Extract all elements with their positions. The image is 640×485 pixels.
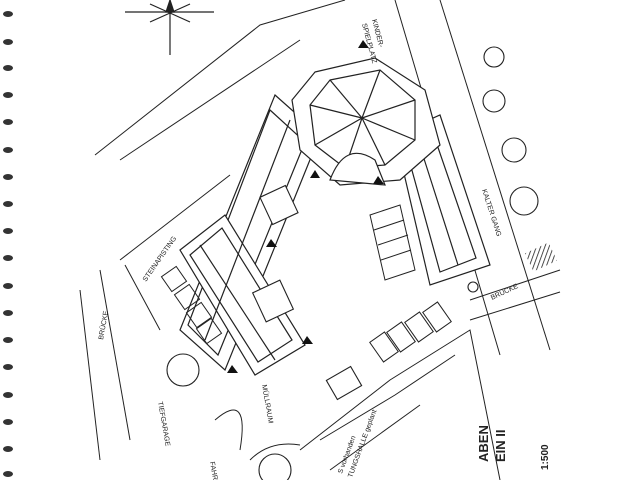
entrance-markers [227, 40, 384, 373]
north-arrow-icon [125, 0, 214, 55]
label-steinapisting: STEINAPISTING [142, 235, 178, 283]
annexes [251, 184, 363, 401]
label-muellraum: MÜLLRAUM [260, 384, 275, 424]
trees [166, 46, 539, 485]
site-boundary [79, 0, 561, 461]
path-curves [214, 409, 301, 461]
scale-label: 1:500 [540, 444, 551, 470]
spiral-binding [3, 11, 13, 477]
octagon-building [291, 57, 441, 186]
parking-stalls [160, 204, 452, 363]
building-wing-left [179, 93, 321, 376]
label-tiefgarage: TIEFGARAGE [156, 401, 171, 447]
label-bruecke-left: BRÜCKE [97, 310, 110, 340]
lower-structure [299, 329, 501, 481]
label-kalter-gang: KALTER GANG [480, 188, 502, 237]
label-ausfahrt: FAHRT [208, 461, 219, 480]
bridge-hatch [524, 242, 558, 272]
title-line-1: ABEN [476, 425, 491, 462]
title-line-2: EIN II [493, 429, 508, 462]
